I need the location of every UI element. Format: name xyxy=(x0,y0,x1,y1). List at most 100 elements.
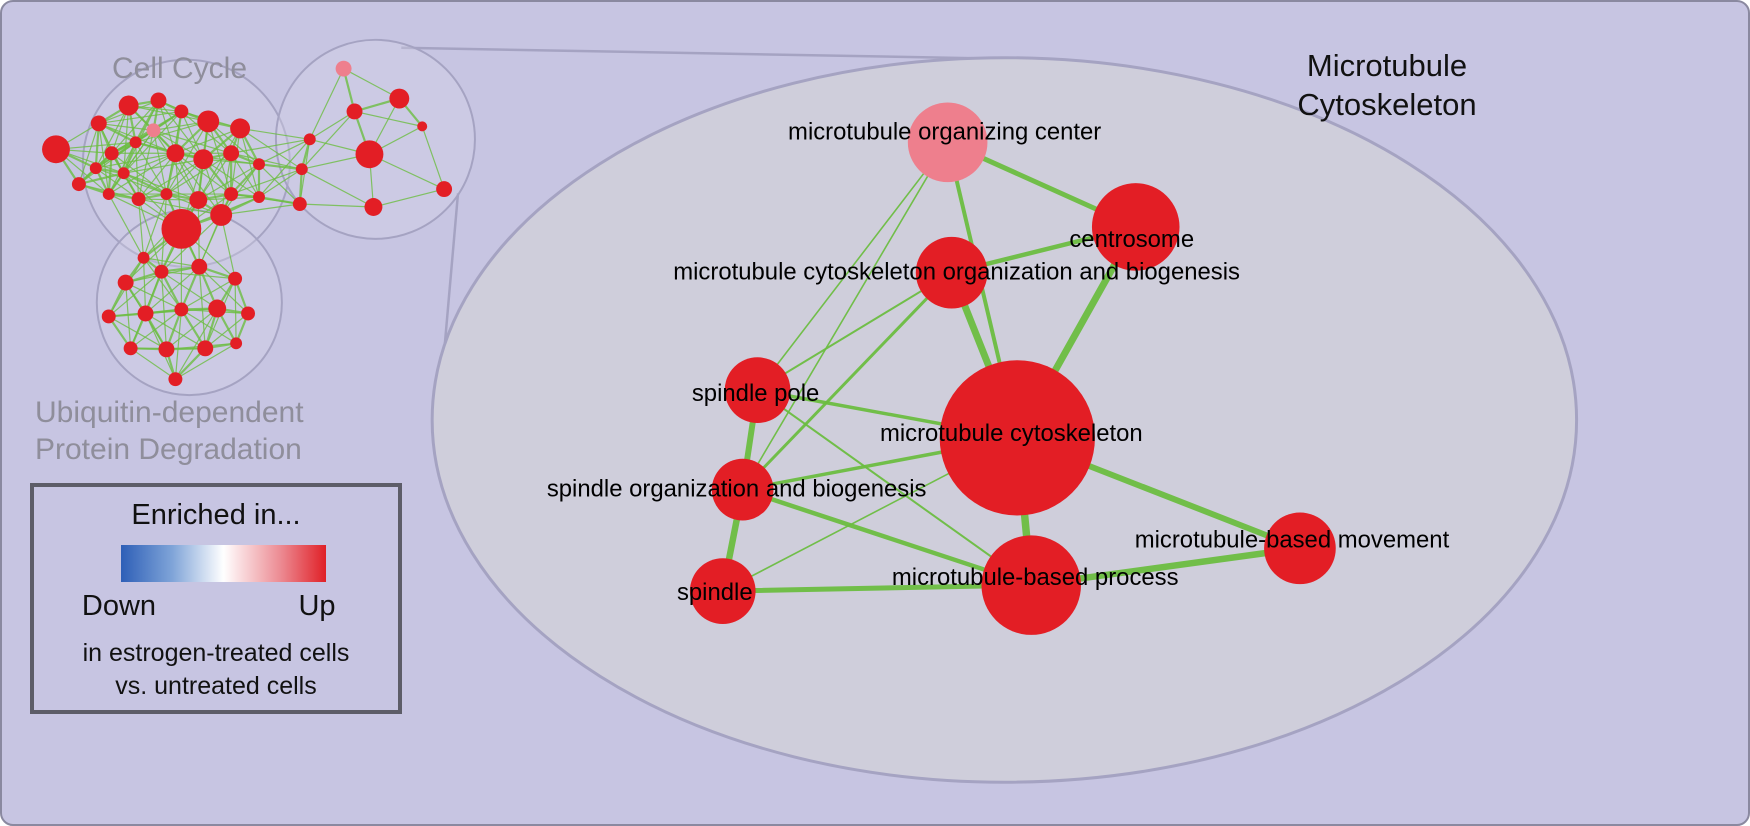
overview-node[interactable] xyxy=(42,135,70,164)
overview-node[interactable] xyxy=(224,187,239,202)
detail-node-process[interactable] xyxy=(981,535,1081,635)
overview-node[interactable] xyxy=(160,188,173,201)
overview-node[interactable] xyxy=(197,340,214,357)
detail-node-centrosome[interactable] xyxy=(1091,183,1180,271)
overview-node[interactable] xyxy=(417,121,428,132)
detail-node-spindle[interactable] xyxy=(689,558,756,624)
overview-node[interactable] xyxy=(166,144,185,163)
overview-node[interactable] xyxy=(355,140,384,169)
overview-edge xyxy=(130,347,176,380)
overview-edge xyxy=(78,172,124,186)
overview-node[interactable] xyxy=(161,208,202,249)
overview-node[interactable] xyxy=(117,274,134,291)
overview-edge xyxy=(145,312,206,349)
overview-edge xyxy=(143,257,200,268)
detail-edge-mco-spindle_org xyxy=(741,271,954,492)
overview-node[interactable] xyxy=(292,197,307,211)
overview-node[interactable] xyxy=(436,181,453,198)
overview-edge xyxy=(123,158,204,174)
overview-edge xyxy=(145,266,200,314)
detail-node-label-spindle: spindle xyxy=(677,579,753,606)
overview-node[interactable] xyxy=(197,110,220,133)
overview-node[interactable] xyxy=(137,251,150,264)
overview-edge xyxy=(123,152,176,174)
overview-edge xyxy=(130,309,182,349)
cluster-outline-microtubule-cytoskeleton xyxy=(274,38,476,240)
overview-node[interactable] xyxy=(295,163,308,176)
detail-node-moc[interactable] xyxy=(907,102,988,183)
overview-node[interactable] xyxy=(346,103,363,120)
detail-node-label-movement: microtubule-based movement xyxy=(1135,526,1450,553)
overview-edge xyxy=(230,152,260,198)
overview-edge xyxy=(95,152,176,169)
overview-node[interactable] xyxy=(117,167,130,180)
overview-node[interactable] xyxy=(335,60,352,77)
overview-edge xyxy=(142,193,168,258)
overview-node[interactable] xyxy=(129,136,142,149)
overview-node[interactable] xyxy=(118,95,139,116)
overview-edge xyxy=(373,188,445,208)
detail-node-label-spindle_pole: spindle pole xyxy=(692,380,819,407)
overview-edge xyxy=(174,308,218,380)
overview-node[interactable] xyxy=(303,133,316,146)
detail-edge-spindle_org-process xyxy=(740,487,1034,588)
overview-node[interactable] xyxy=(228,271,243,286)
enrichment-color-scale xyxy=(121,545,326,582)
overview-edge xyxy=(108,271,162,317)
detail-node-movement[interactable] xyxy=(1264,512,1336,585)
overview-node[interactable] xyxy=(389,88,410,109)
overview-edge xyxy=(108,193,145,259)
overview-node[interactable] xyxy=(241,306,256,321)
detail-node-spindle_pole[interactable] xyxy=(724,357,791,423)
overview-node[interactable] xyxy=(174,302,189,317)
overview-node[interactable] xyxy=(253,191,265,204)
overview-node[interactable] xyxy=(131,192,146,207)
overview-edge xyxy=(354,110,423,127)
overview-edge xyxy=(231,138,310,154)
legend-box: Enriched in... Down Up in estrogen-treat… xyxy=(30,483,402,714)
overview-node[interactable] xyxy=(230,337,243,350)
overview-node[interactable] xyxy=(90,115,107,132)
overview-edge xyxy=(98,123,110,195)
overview-node[interactable] xyxy=(123,341,138,356)
overview-node[interactable] xyxy=(253,158,265,171)
overview-node[interactable] xyxy=(191,258,208,275)
overview-node[interactable] xyxy=(210,204,233,226)
legend-caption-line1: in estrogen-treated cells xyxy=(82,639,350,667)
overview-node[interactable] xyxy=(230,118,251,139)
detail-node-label-mt_cyto: microtubule cytoskeleton xyxy=(880,420,1143,447)
overview-edge xyxy=(153,129,232,154)
overview-node[interactable] xyxy=(168,372,183,387)
detail-node-mco[interactable] xyxy=(915,236,988,309)
overview-node[interactable] xyxy=(208,299,227,318)
detail-node-mt_cyto[interactable] xyxy=(939,360,1095,516)
overview-node[interactable] xyxy=(364,198,383,216)
overview-edge xyxy=(123,172,167,196)
detail-node-label-centrosome: centrosome xyxy=(1069,226,1194,253)
detail-node-label-process: microtubule-based process xyxy=(892,564,1179,591)
overview-node[interactable] xyxy=(137,305,154,322)
overview-edge xyxy=(138,158,204,200)
overview-edge xyxy=(301,111,355,170)
overview-node[interactable] xyxy=(71,177,86,192)
overview-node[interactable] xyxy=(189,191,208,209)
detail-node-spindle_org[interactable] xyxy=(711,458,774,521)
overview-node[interactable] xyxy=(223,145,240,162)
overview-edge xyxy=(197,152,232,201)
overview-node[interactable] xyxy=(89,162,102,175)
overview-node[interactable] xyxy=(154,264,169,279)
overview-node[interactable] xyxy=(104,146,119,161)
overview-node[interactable] xyxy=(174,104,189,119)
overview-edge xyxy=(181,278,236,311)
overview-node[interactable] xyxy=(150,92,167,109)
overview-node[interactable] xyxy=(158,341,175,358)
overview-node[interactable] xyxy=(101,309,116,324)
detail-edge-spindle-process xyxy=(720,582,1034,594)
overview-edge xyxy=(174,152,222,216)
overview-edge xyxy=(95,105,130,169)
overview-node[interactable] xyxy=(193,149,214,170)
overview-node[interactable] xyxy=(146,123,161,138)
overview-edge xyxy=(198,266,249,314)
overview-node[interactable] xyxy=(102,188,115,201)
